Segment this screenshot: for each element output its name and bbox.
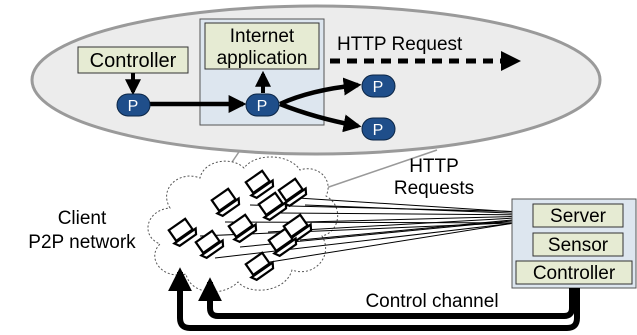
peer-node-icon: P <box>361 117 396 141</box>
sensor-box: Sensor <box>532 232 624 257</box>
internet-application-label-line1: Internet <box>230 26 295 47</box>
server-controller-label: Controller <box>533 263 616 284</box>
http-request-lines <box>199 196 534 263</box>
http-request-label: HTTP Request <box>337 34 463 55</box>
zoom-controller-label: Controller <box>90 50 177 72</box>
peer-node-icon: P <box>116 93 151 117</box>
zoom-callout-line-right <box>319 149 438 191</box>
http-requests-label-line1: HTTP <box>409 156 459 177</box>
zoom-controller: Controller <box>77 46 189 74</box>
peer-node-label: P <box>257 98 268 115</box>
peer-fanout-arrow-lower <box>279 101 362 133</box>
laptop-group <box>167 169 313 282</box>
internet-application: Internet application <box>204 22 320 70</box>
peer-node-icon: P <box>361 74 396 98</box>
control-channel-arrow-outer <box>168 267 580 331</box>
p2p-network-label: P2P network <box>28 232 136 253</box>
laptop-icon <box>227 213 258 244</box>
laptop-icon <box>194 229 225 260</box>
client-label: Client <box>58 208 107 229</box>
http-requests-label-line2: Requests <box>394 178 474 199</box>
peer-node-label: P <box>373 122 384 139</box>
laptop-icon <box>167 217 198 248</box>
peer-node-label: P <box>128 98 139 115</box>
laptop-icon <box>244 169 275 200</box>
control-channel-label: Control channel <box>365 291 498 312</box>
laptop-icon <box>244 251 275 282</box>
peer-node-label: P <box>373 79 384 96</box>
laptop-icon <box>267 227 298 258</box>
peer-fanout-arrow-upper <box>279 77 362 107</box>
server-label: Server <box>550 206 607 227</box>
server-controller-box: Controller <box>515 260 633 285</box>
laptop-icon <box>277 177 308 208</box>
sensor-label: Sensor <box>548 235 609 256</box>
control-channel-arrow-inner <box>198 277 575 319</box>
laptop-icon <box>210 187 241 218</box>
laptop-icon <box>257 191 288 222</box>
internet-application-label-line2: application <box>217 48 308 69</box>
peer-node-icon: P <box>245 93 280 117</box>
server-box: Server <box>532 203 624 228</box>
